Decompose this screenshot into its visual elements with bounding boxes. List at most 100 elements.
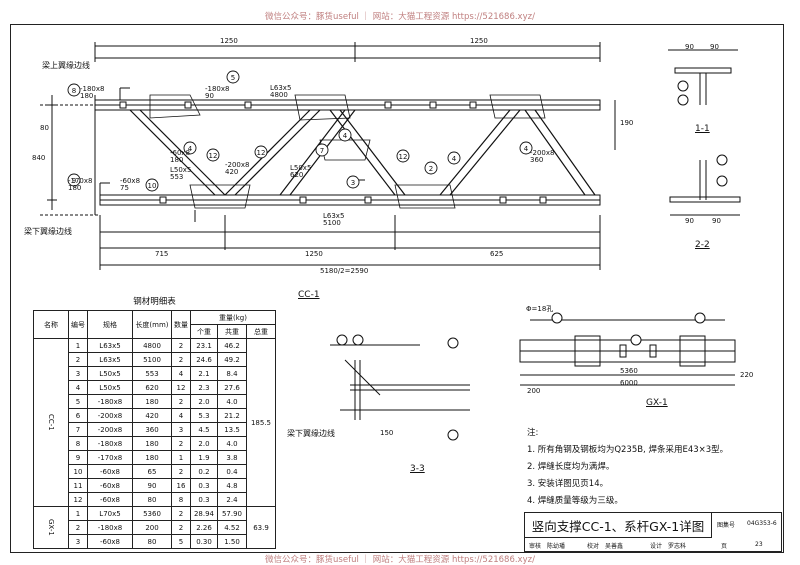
group-total: 63.9 xyxy=(246,506,276,549)
section-3-3-title: 3-3 xyxy=(410,464,425,474)
table-cell: -60x8 xyxy=(87,464,133,479)
page-number: 23 xyxy=(755,541,763,548)
note-2: 2. 焊缝长度均为满焊。 xyxy=(527,462,615,472)
table-cell: 80 xyxy=(132,534,172,549)
review-label: 审核 xyxy=(529,543,542,550)
table-cell: 0.3 xyxy=(190,478,218,493)
table-cell: 0.3 xyxy=(190,492,218,507)
gx1-dim-220: 220 xyxy=(740,371,754,379)
table-cell: -60x8 xyxy=(87,492,133,507)
table-cell: L70x5 xyxy=(87,506,133,521)
section-1-1-drawing xyxy=(668,49,738,106)
svg-text:12: 12 xyxy=(257,149,266,157)
gx1-hole-label: Φ=18孔 xyxy=(526,305,554,313)
table-cell: 8 xyxy=(68,436,88,451)
section-1-1-dim-1: 90 xyxy=(685,43,694,51)
section-2-2-title: 2-2 xyxy=(695,240,710,250)
table-cell: 3 xyxy=(68,534,88,549)
svg-text:12: 12 xyxy=(209,152,218,160)
gx1-dim-6000: 6000 xyxy=(620,379,638,387)
svg-text:3: 3 xyxy=(351,179,355,187)
table-cell: 28.94 xyxy=(190,506,218,521)
table-cell: 3.8 xyxy=(217,450,247,465)
diagonals xyxy=(129,109,596,196)
table-cell: 5100 xyxy=(132,352,172,367)
table-cell: 46.2 xyxy=(217,338,247,353)
cc1-edge-top-label: 梁上翼缘边线 xyxy=(42,61,90,70)
section-3-3-edge: 梁下翼缘边线 xyxy=(287,429,335,438)
balloon-markers xyxy=(67,70,533,192)
svg-text:8: 8 xyxy=(72,87,76,95)
table-cell: 2 xyxy=(68,352,88,367)
table-cell: 8 xyxy=(171,492,191,507)
table-cell: 2.3 xyxy=(190,380,218,395)
section-1-1-title: 1-1 xyxy=(695,124,710,134)
table-cell: 8.4 xyxy=(217,366,247,381)
table-cell: 2.0 xyxy=(190,394,218,409)
table-cell: 2 xyxy=(171,464,191,479)
group-total: 185.5 xyxy=(246,338,276,507)
table-cell: -170x8 xyxy=(87,450,133,465)
table-cell: 4.0 xyxy=(217,436,247,451)
table-cell: -180x8 xyxy=(87,436,133,451)
table-cell: 2 xyxy=(171,338,191,353)
steel-schedule-table: 钢材明细表 名称 编号 规格 长度(mm) 数量 重量(kg) 个重 共重 总重… xyxy=(33,295,276,549)
table-cell: L63x5 xyxy=(87,338,133,353)
cc1-dim-h3: 190 xyxy=(620,119,634,127)
table-cell: 4.0 xyxy=(217,394,247,409)
svg-text:4: 4 xyxy=(343,132,348,140)
table-cell: 21.2 xyxy=(217,408,247,423)
drawing-title: 竖向支撑CC-1、系杆GX-1详图 xyxy=(525,513,712,538)
svg-text:10: 10 xyxy=(148,182,157,190)
table-cell: 2 xyxy=(171,394,191,409)
table-cell: 360 xyxy=(132,422,172,437)
table-cell: 200 xyxy=(132,520,172,535)
table-cell: 1 xyxy=(68,338,88,353)
table-cell: 2.0 xyxy=(190,436,218,451)
table-cell: -60x8 xyxy=(87,478,133,493)
table-cell: 4 xyxy=(171,366,191,381)
col-qty: 数量 xyxy=(171,310,191,339)
table-cell: 23.1 xyxy=(190,338,218,353)
cc1-dim-h1: 80 xyxy=(40,124,49,132)
table-cell: 13.5 xyxy=(217,422,247,437)
table-cell: 2 xyxy=(171,436,191,451)
table-cell: 5360 xyxy=(132,506,172,521)
table-cell: 9 xyxy=(68,450,88,465)
section-2-2-drawing xyxy=(669,154,741,216)
note-4: 4. 焊缝质量等级为三级。 xyxy=(527,496,623,506)
table-cell: -200x8 xyxy=(87,422,133,437)
cc1-dim-bottom-2: 1250 xyxy=(305,250,323,258)
table-cell: 1.50 xyxy=(217,534,247,549)
svg-text:9: 9 xyxy=(72,177,76,185)
note-3: 3. 安装详图见页14。 xyxy=(527,479,609,489)
design-label: 设计 xyxy=(650,543,663,550)
title-block: 竖向支撑CC-1、系杆GX-1详图 图集号 04G353-6 页 23 审核 陈… xyxy=(524,512,782,552)
col-name: 名称 xyxy=(33,310,69,339)
table-cell: 2 xyxy=(68,520,88,535)
table-cell: 90 xyxy=(132,478,172,493)
note-1: 1. 所有角钢及钢板均为Q235B, 焊条采用E43×3型。 xyxy=(527,445,729,455)
table-cell: -180x8 xyxy=(87,394,133,409)
table-cell: L50x5 xyxy=(87,366,133,381)
table-cell: 0.30 xyxy=(190,534,218,549)
group-name: CC-1 xyxy=(33,338,69,507)
col-total-weight: 总重 xyxy=(246,324,276,339)
